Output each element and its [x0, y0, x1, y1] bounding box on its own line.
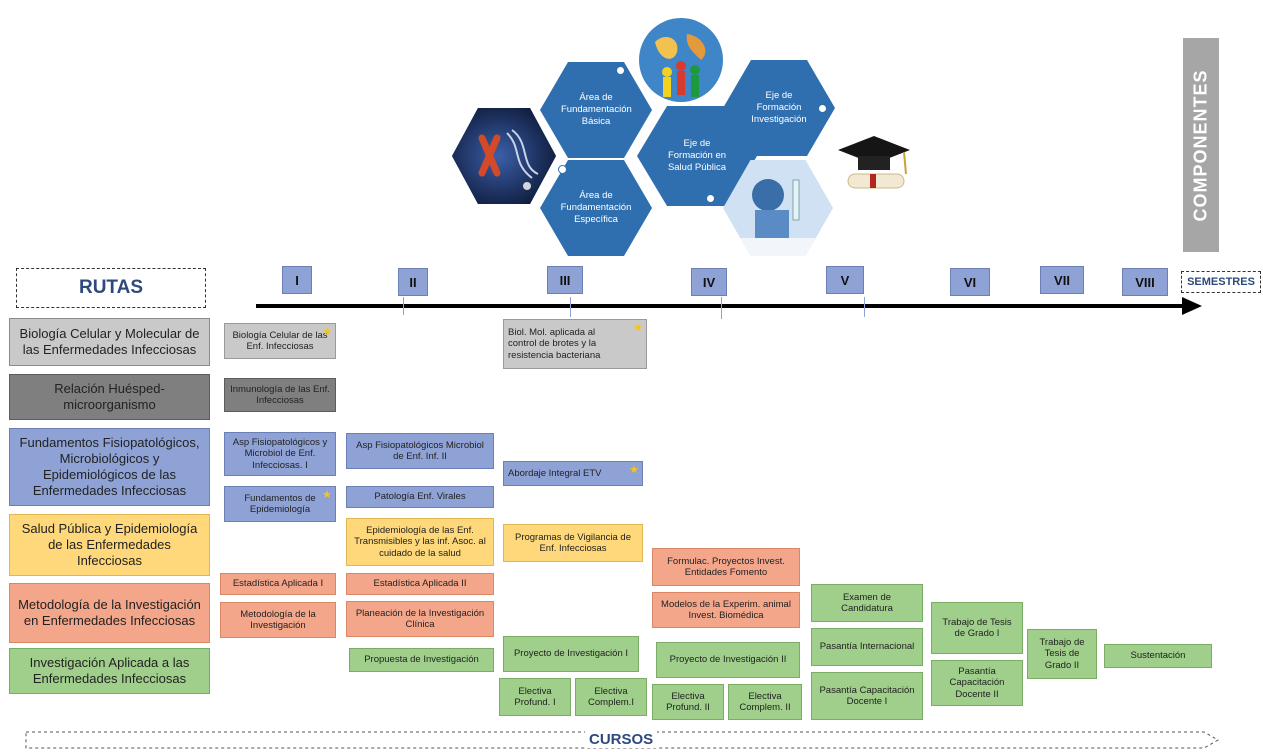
semestres-label: SEMESTRES [1187, 276, 1255, 288]
course-examen-candidatura: Examen de Candidatura [811, 584, 923, 622]
course-estadistica-1: Estadística Aplicada I [220, 573, 336, 595]
course-asp-fisiopatologicos-2: Asp Fisiopatológicos Microbiol de Enf. I… [346, 433, 494, 469]
cursos-arrow [25, 731, 1220, 749]
semester-III: III [547, 266, 583, 294]
timeline-tick [403, 297, 404, 315]
graduation-image-hex [818, 112, 926, 206]
semester-VI: VI [950, 268, 990, 296]
course-electiva-complem-2: Electiva Complem. II [728, 684, 802, 720]
hex-fundamentacion-especifica: Área de Fundamentación Específica [540, 160, 652, 256]
hex-fundamentacion-especifica-label: Área de Fundamentación Específica [560, 190, 632, 225]
course-sustentacion: Sustentación [1104, 644, 1212, 668]
course-biologia-celular: Biología Celular de las Enf. Infecciosas… [224, 323, 336, 359]
course-electiva-profund-2: Electiva Profund. II [652, 684, 724, 720]
star-icon: ★ [322, 326, 332, 338]
course-modelos-experimentacion: Modelos de la Experim. animal Invest. Bi… [652, 592, 800, 628]
course-proyecto-investigacion-1: Proyecto de Investigación I [503, 636, 639, 672]
course-label: Fundamentos de Epidemiología [244, 492, 316, 515]
hex-fundamentacion-basica: Área de Fundamentación Básica [540, 62, 652, 158]
route-fundamentos: Fundamentos Fisiopatológicos, Microbioló… [9, 428, 210, 506]
hex-investigacion: Eje de Formación Investigación [723, 60, 835, 156]
globe-image-hex [625, 12, 737, 108]
course-pasantia-docente-2: Pasantía Capacitación Docente II [931, 660, 1023, 706]
semester-I: I [282, 266, 312, 294]
dna-image-hex [452, 108, 556, 204]
course-formulac-proyectos: Formulac. Proyectos Invest. Entidades Fo… [652, 548, 800, 586]
semester-VIII: VIII [1122, 268, 1168, 296]
course-label: Biol. Mol. aplicada al control de brotes… [508, 326, 601, 361]
route-metodologia: Metodología de la Investigación en Enfer… [9, 583, 210, 643]
course-tesis-grado-2: Trabajo de Tesis de Grado II [1027, 629, 1097, 679]
course-asp-fisiopatologicos-1: Asp Fisiopatológicos y Microbiol de Enf.… [224, 432, 336, 476]
hex-bullet [558, 165, 567, 174]
course-tesis-grado-1: Trabajo de Tesis de Grado I [931, 602, 1023, 654]
semestres-label-box: SEMESTRES [1181, 271, 1261, 293]
graduation-cap-icon [818, 112, 926, 206]
cursos-label: CURSOS [585, 731, 658, 748]
course-abordaje-integral: Abordaje Integral ETV ★ [503, 461, 643, 486]
rutas-title: RUTAS [78, 277, 144, 298]
timeline-tick [864, 297, 865, 317]
timeline-tick [721, 297, 722, 319]
star-icon: ★ [633, 322, 643, 334]
componentes-box: COMPONENTES [1183, 38, 1219, 252]
course-pasantia-internacional: Pasantía Internacional [811, 628, 923, 666]
hex-bullet [706, 194, 715, 203]
course-pasantia-docente-1: Pasantía Capacitación Docente I [811, 672, 923, 720]
timeline-tick [570, 297, 571, 317]
course-epidemiologia-transmisibles: Epidemiología de las Enf. Transmisibles … [346, 518, 494, 566]
route-relacion-huesped: Relación Huésped-microorganismo [9, 374, 210, 420]
course-propuesta-investigacion: Propuesta de Investigación [349, 648, 494, 672]
star-icon: ★ [322, 489, 332, 501]
course-electiva-profund-1: Electiva Profund. I [499, 678, 571, 716]
hex-fundamentacion-basica-label: Área de Fundamentación Básica [561, 92, 632, 127]
course-proyecto-investigacion-2: Proyecto de Investigación II [656, 642, 800, 678]
course-inmunologia: Inmunología de las Enf. Infecciosas [224, 378, 336, 412]
course-fundamentos-epidemiologia: Fundamentos de Epidemiología ★ [224, 486, 336, 522]
semester-V: V [826, 266, 864, 294]
course-estadistica-2: Estadística Aplicada II [346, 573, 494, 595]
star-icon: ★ [629, 464, 639, 476]
course-planeacion-investigacion: Planeación de la Investigación Clínica [346, 601, 494, 637]
route-investigacion-aplicada: Investigación Aplicada a las Enfermedade… [9, 648, 210, 694]
course-programas-vigilancia: Programas de Vigilancia de Enf. Infeccio… [503, 524, 643, 562]
hex-investigacion-label: Eje de Formación Investigación [751, 90, 807, 125]
componentes-label: COMPONENTES [1190, 68, 1211, 222]
semester-II: II [398, 268, 428, 296]
course-electiva-complem-1: Electiva Complem.I [575, 678, 647, 716]
course-label: Abordaje Integral ETV [508, 467, 602, 479]
course-label: Biología Celular de las Enf. Infecciosas [232, 329, 328, 352]
semester-IV: IV [691, 268, 727, 296]
globe-icon [625, 12, 737, 108]
timeline-arrowhead [1182, 297, 1202, 315]
course-biol-mol-aplicada: Biol. Mol. aplicada al control de brotes… [503, 319, 647, 369]
semester-VII: VII [1040, 266, 1084, 294]
hex-bullet [818, 104, 827, 113]
hex-bullet [616, 66, 625, 75]
course-patologia-virales: Patología Enf. Virales [346, 486, 494, 508]
dna-icon [452, 108, 556, 204]
course-metodologia-investigacion: Metodología de la Investigación [220, 602, 336, 638]
route-biologia-celular: Biología Celular y Molecular de las Enfe… [9, 318, 210, 366]
hex-salud-publica-label: Eje de Formación en Salud Pública [667, 138, 727, 173]
rutas-title-box: RUTAS [16, 268, 206, 308]
route-salud-publica: Salud Pública y Epidemiología de las Enf… [9, 514, 210, 576]
